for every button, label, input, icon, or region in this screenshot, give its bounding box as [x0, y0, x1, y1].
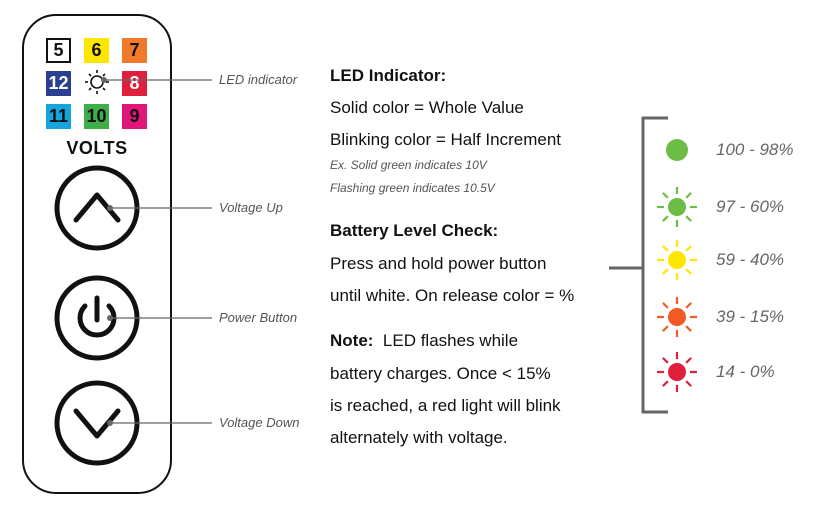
level-label-3: 59 - 40% — [716, 250, 785, 269]
battery-check-heading: Battery Level Check: — [330, 221, 499, 240]
callout-voltage-down: Voltage Down — [219, 415, 300, 430]
note-heading: Note: — [330, 331, 374, 350]
led-11: 11 — [46, 104, 71, 129]
note-line-4: alternately with voltage. — [330, 428, 508, 447]
volts-label: VOLTS — [66, 138, 128, 158]
callout-dot — [101, 77, 107, 83]
level-label-2: 97 - 60% — [716, 197, 785, 216]
blinking-color-text: Blinking color = Half Increment — [330, 130, 562, 149]
level-label-4: 39 - 15% — [716, 307, 785, 326]
led-5: 5 — [46, 38, 71, 63]
callout-led-indicator: LED indicator — [219, 72, 298, 87]
note-text-1: LED flashes while — [382, 331, 519, 350]
led-12: 12 — [46, 71, 71, 96]
example-flash-text: Flashing green indicates 10.5V — [330, 181, 495, 195]
blinking-led-icon — [657, 297, 697, 337]
level-icons — [657, 139, 697, 392]
blinking-led-icon — [657, 352, 697, 392]
chevron-down-icon — [73, 408, 121, 439]
led-10: 10 — [84, 104, 109, 129]
callout-dot — [107, 205, 113, 211]
level-label-1: 100 - 98% — [716, 140, 794, 159]
solid-led-icon — [666, 139, 688, 161]
note-line-2: battery charges. Once < 15% — [330, 364, 551, 383]
battery-check-line-1: Press and hold power button — [330, 254, 547, 273]
chevron-up-icon — [73, 192, 121, 223]
remote-control: 5 6 7 12 8 11 10 9 VOLTS — [22, 14, 172, 494]
callout-dot — [107, 315, 113, 321]
level-bracket — [609, 116, 668, 414]
solid-color-text: Solid color = Whole Value — [330, 98, 524, 117]
callout-dot — [107, 420, 113, 426]
voltage-up-button[interactable] — [54, 165, 140, 251]
callout-power-button: Power Button — [219, 310, 298, 325]
note-line-3: is reached, a red light will blink — [330, 396, 561, 415]
callout-voltage-up: Voltage Up — [219, 200, 283, 215]
led-7: 7 — [122, 38, 147, 63]
example-solid-text: Ex. Solid green indicates 10V — [330, 158, 487, 172]
blinking-led-icon — [657, 240, 697, 280]
led-8: 8 — [122, 71, 147, 96]
note-line-1: Note: LED flashes while — [330, 331, 518, 351]
blinking-led-icon — [657, 187, 697, 227]
level-label-5: 14 - 0% — [716, 362, 775, 381]
led-indicator-heading: LED Indicator: — [330, 66, 447, 85]
led-6: 6 — [84, 38, 109, 63]
led-9: 9 — [122, 104, 147, 129]
battery-check-line-2: until white. On release color = % — [330, 286, 575, 305]
callout-lines — [104, 79, 212, 424]
power-icon — [77, 295, 117, 338]
